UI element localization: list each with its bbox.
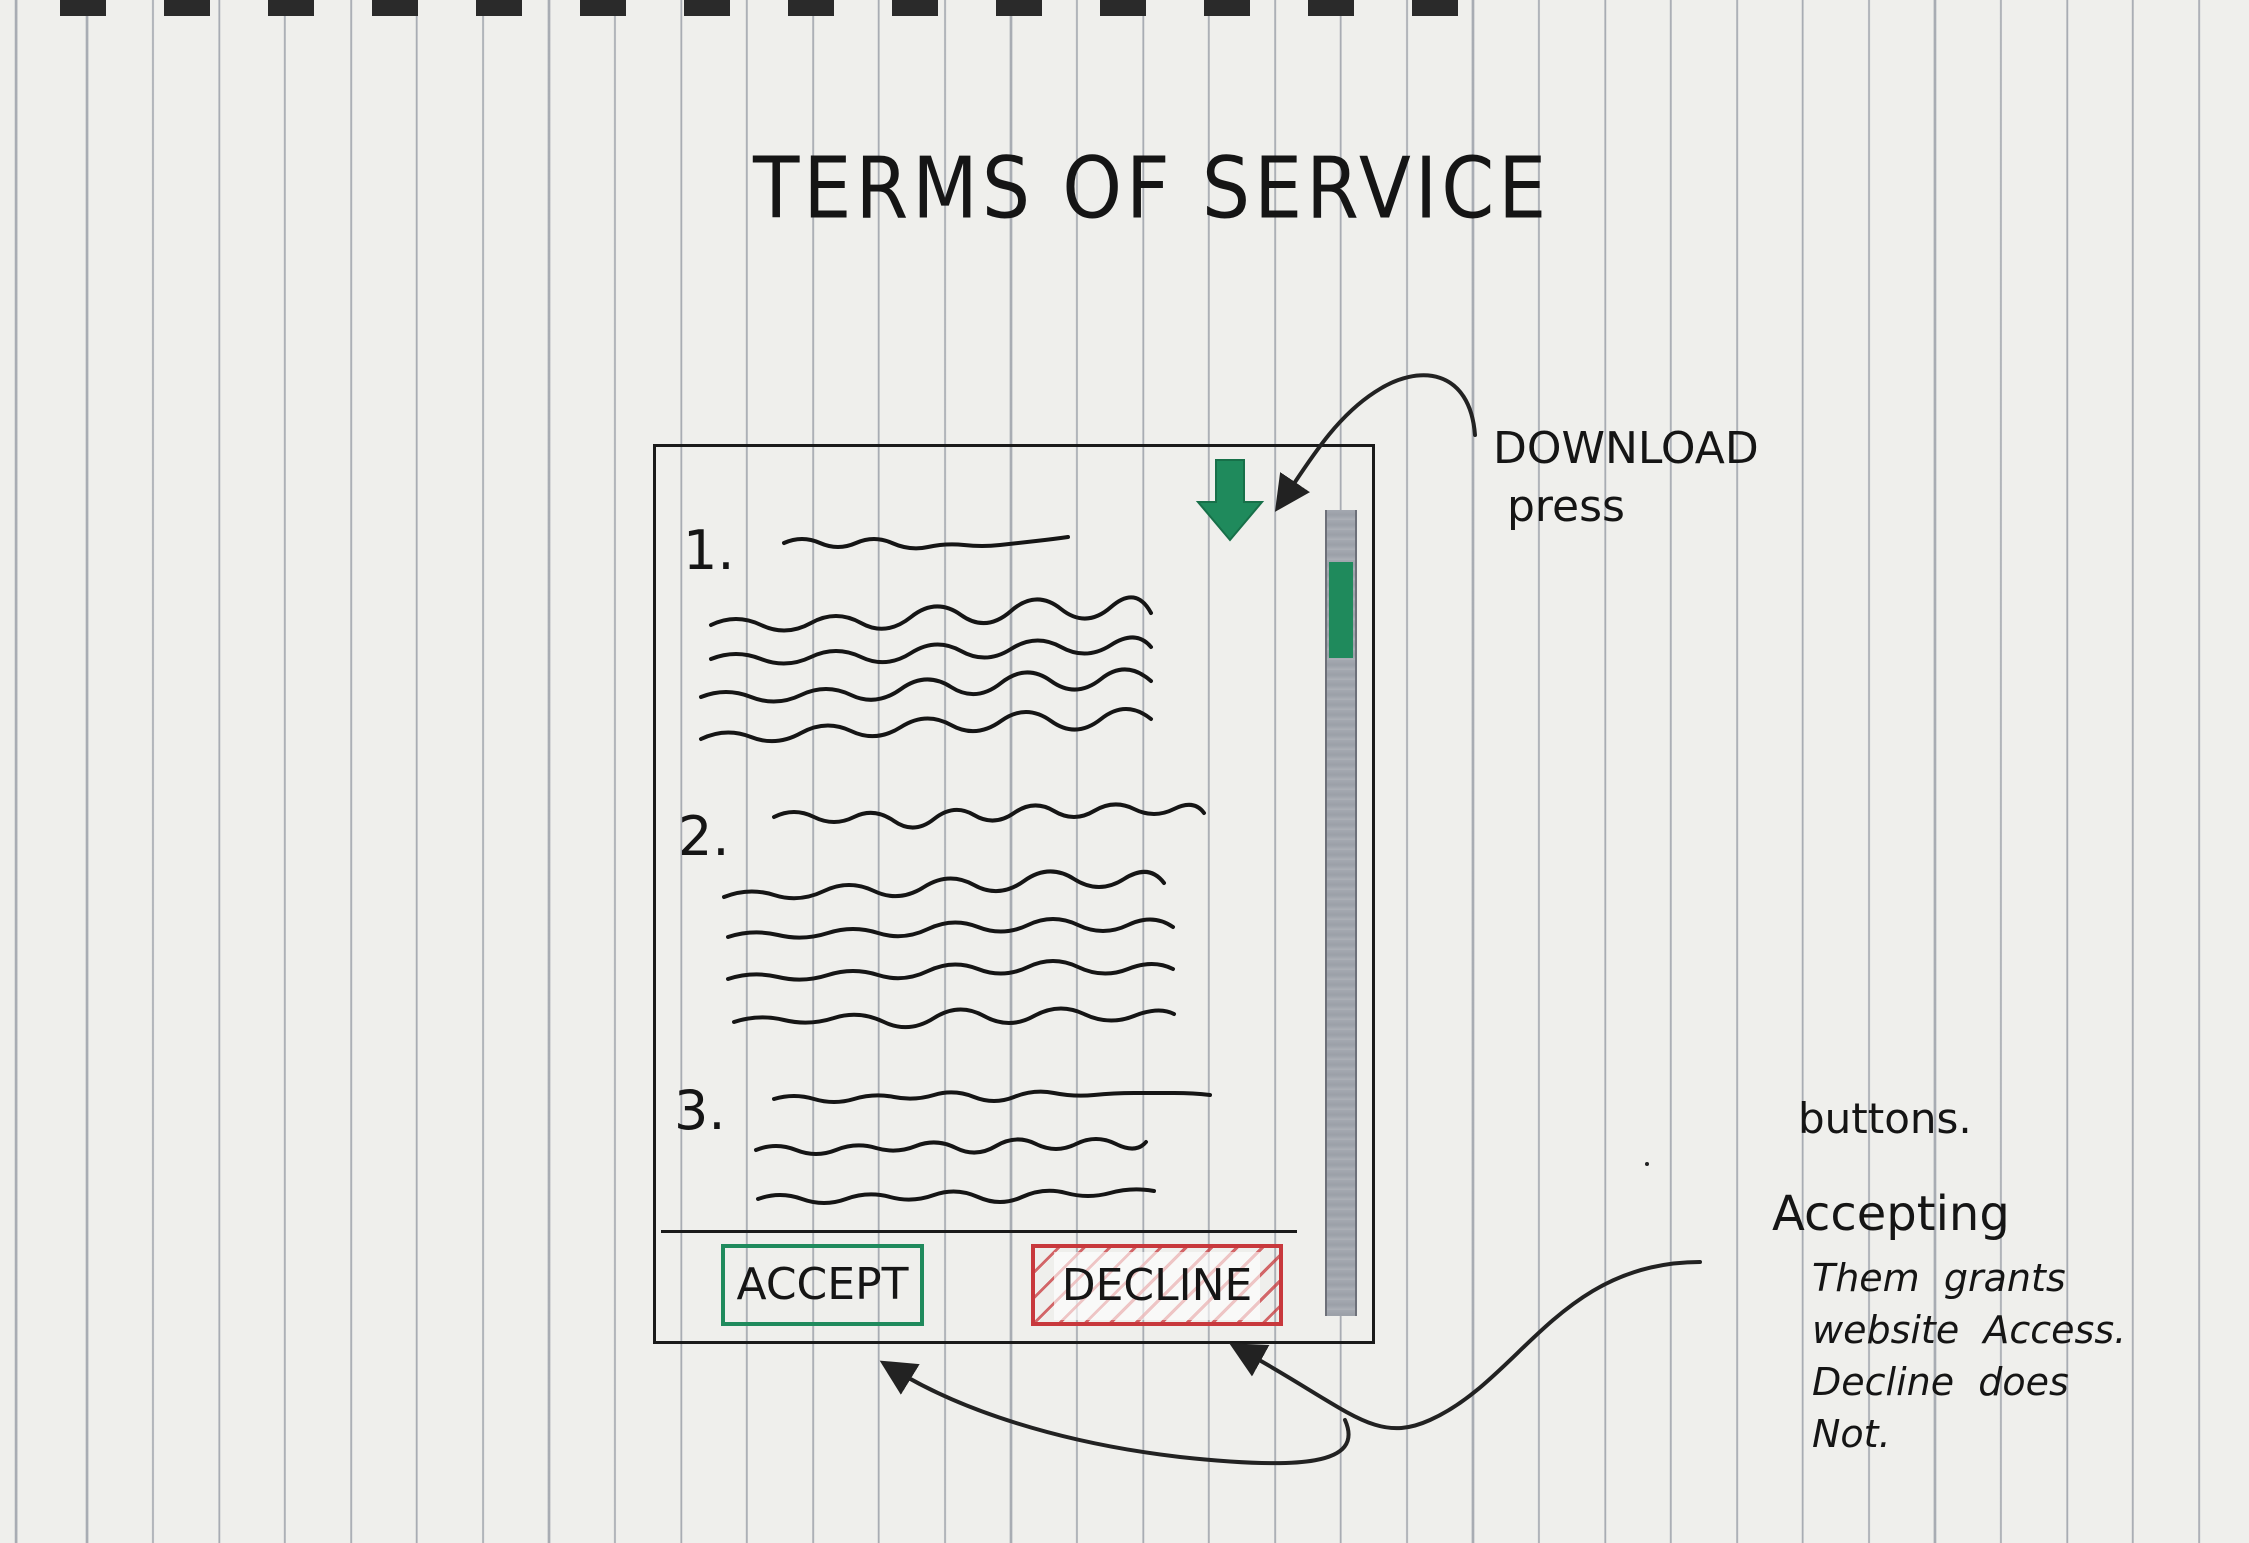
decline-button-label: DECLINE bbox=[1053, 1252, 1261, 1320]
section-1-text-line bbox=[709, 595, 1153, 633]
section-2-text-line bbox=[732, 1006, 1176, 1030]
section-2-heading-line bbox=[772, 802, 1206, 830]
section-1-text-line bbox=[699, 667, 1153, 704]
decline-button[interactable]: DECLINE bbox=[1031, 1244, 1283, 1326]
section-number: 3. bbox=[674, 1079, 726, 1142]
accepting-explanation: Them grants website Access. Decline does… bbox=[1812, 1256, 2127, 1456]
section-3-heading-line bbox=[772, 1089, 1212, 1104]
scrollbar[interactable] bbox=[1325, 510, 1357, 1316]
section-1-text-line bbox=[699, 707, 1153, 744]
section-number: 1. bbox=[683, 519, 735, 582]
buttons-annotation: buttons. bbox=[1798, 1094, 1972, 1143]
terms-text-body bbox=[699, 535, 1212, 1205]
ink-speck bbox=[1645, 1162, 1649, 1166]
section-1-heading-line bbox=[782, 535, 1070, 551]
section-2-text-line bbox=[726, 917, 1175, 940]
footer-divider bbox=[661, 1230, 1297, 1233]
accept-button-label: ACCEPT bbox=[736, 1259, 909, 1310]
section-1-text-line bbox=[709, 635, 1153, 666]
scrollbar-thumb[interactable] bbox=[1329, 562, 1353, 658]
section-2-text-line bbox=[726, 959, 1175, 982]
section-3-text-line bbox=[756, 1187, 1156, 1205]
section-2-text-line bbox=[722, 869, 1166, 901]
download-button[interactable] bbox=[1194, 458, 1266, 544]
spiral-binding bbox=[60, 0, 1460, 16]
section-number: 2. bbox=[678, 805, 730, 868]
download-annotation: DOWNLOAD press bbox=[1493, 423, 1759, 532]
page-title: TERMS OF SERVICE bbox=[753, 138, 1551, 238]
accept-button[interactable]: ACCEPT bbox=[721, 1244, 924, 1326]
section-3-text-line bbox=[754, 1137, 1148, 1156]
terms-dialog: 1. 2. 3. ACCEPT DECLINE bbox=[653, 444, 1375, 1344]
accepting-annotation: Accepting bbox=[1772, 1186, 2010, 1242]
download-arrow-icon bbox=[1195, 459, 1265, 542]
